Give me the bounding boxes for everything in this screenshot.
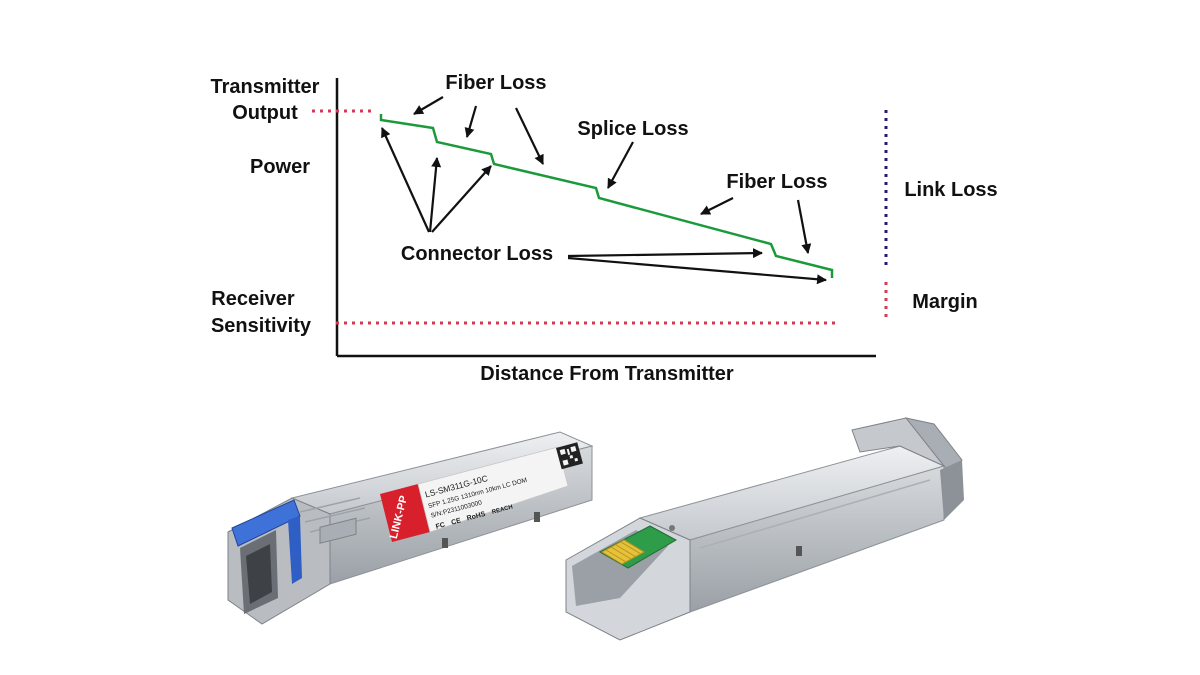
sfp-module-right: [565, 417, 964, 641]
fiber-loss-right-label: Fiber Loss: [726, 171, 827, 193]
spec-label-white: [417, 446, 569, 533]
fiber-loss-arrow-2: [464, 105, 478, 138]
connector-loss-label: Connector Loss: [401, 243, 553, 265]
power-label: Power: [250, 156, 310, 178]
splice-loss-arrow: [607, 141, 634, 189]
cert-rohs: RoHS: [466, 511, 487, 523]
axes: [335, 78, 876, 358]
connector-loss-arrow-4: [567, 248, 763, 259]
receiver-label: Receiver: [211, 288, 295, 310]
fiber-loss-right-arrow-1: [700, 197, 734, 215]
sensitivity-label: Sensitivity: [211, 315, 312, 337]
cert-fc: FC: [435, 522, 446, 531]
connector-loss-arrow-1: [380, 127, 431, 233]
brand-label-red: [380, 484, 430, 542]
annotation-arrows: [380, 96, 827, 285]
cert-ce: CE: [451, 517, 463, 526]
diagram-labels: Transmitter Output Power Receiver Sensit…: [211, 72, 998, 385]
cert-reach: REACH: [491, 504, 513, 515]
fiber-loss-top-label: Fiber Loss: [445, 72, 546, 94]
splice-loss-label: Splice Loss: [577, 118, 688, 140]
power-curve: [379, 114, 834, 278]
x-axis-label: Distance From Transmitter: [480, 363, 734, 385]
qr-code-icon: [556, 442, 583, 470]
fiber-loss-arrow-1: [413, 96, 444, 115]
margin-label: Margin: [912, 291, 978, 313]
fiber-loss-arrow-3: [515, 107, 544, 165]
connector-loss-arrow-3: [431, 165, 492, 233]
output-label: Output: [232, 102, 298, 124]
sfp-module-left: LINK-PP LS-SM311G-10C SFP 1.25G 1310nm 1…: [227, 431, 594, 625]
gold-contacts-icon: [600, 539, 646, 565]
connector-loss-arrow-2: [428, 157, 442, 233]
connector-loss-arrow-5: [567, 256, 827, 285]
link-loss-label: Link Loss: [904, 179, 997, 201]
transmitter-label: Transmitter: [211, 76, 320, 98]
fiber-loss-right-arrow-2: [796, 199, 812, 254]
